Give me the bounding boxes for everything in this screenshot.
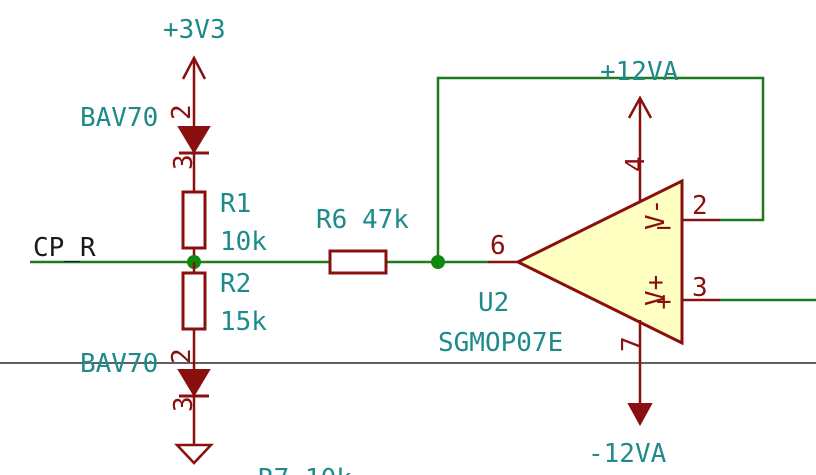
opamp-pin-inv: 2	[692, 191, 708, 221]
diode-top-icon	[177, 126, 211, 154]
diode-bottom-pin-top: 2	[167, 348, 197, 364]
resistor-r1-value: 10k	[220, 227, 267, 257]
power-symbol-3v3	[181, 55, 207, 112]
opamp-noninv-mark: +	[656, 287, 672, 317]
opamp-pin-noninv: 3	[692, 273, 708, 303]
resistor-r6-ref: R6	[316, 205, 347, 235]
diode-bottom-pin-bottom: 3	[169, 396, 199, 412]
ground-icon	[174, 443, 214, 465]
neg-supply-arrow-icon	[627, 403, 653, 427]
wires	[30, 76, 816, 302]
resistor-r2	[181, 262, 207, 370]
opamp-pin-vneg: 7	[617, 336, 647, 352]
opamp-inv-mark: −	[656, 213, 672, 243]
opamp-vpos-pin-label: V+	[641, 275, 671, 306]
resistor-r2-value: 15k	[220, 307, 267, 337]
power-arrow-icon	[627, 95, 653, 119]
opamp-part: SGMOP07E	[438, 328, 563, 358]
diode-bottom-ref: BAV70	[80, 349, 158, 379]
resistor-r2-ref: R2	[220, 269, 251, 299]
diode-bottom	[177, 369, 211, 445]
resistor-r1-ref: R1	[220, 189, 251, 219]
wire-feedback	[436, 76, 765, 262]
opamp-ref: U2	[478, 288, 509, 318]
diode-top-pin-bottom: 3	[169, 154, 199, 170]
junction-dot	[431, 255, 445, 269]
opamp-vneg-pin-label: V-	[641, 199, 671, 230]
net-label-cp-r: CP_R	[33, 233, 96, 263]
partial-resistor-label: R7 10k	[258, 464, 352, 475]
resistor-r1	[181, 190, 207, 262]
diode-top-pin-top: 2	[167, 104, 197, 120]
opamp-pin-out: 6	[490, 231, 506, 261]
opamp-body	[514, 178, 684, 346]
power-label-12va-neg: -12VA	[588, 439, 667, 469]
resistor-r6	[328, 249, 388, 275]
opamp-u2	[488, 95, 720, 427]
power-label-12va-pos: +12VA	[600, 57, 679, 87]
diode-top-ref: BAV70	[80, 103, 158, 133]
diode-bottom-icon	[177, 369, 211, 397]
power-label-3v3: +3V3	[163, 15, 226, 45]
resistor-r6-value: 47k	[362, 205, 409, 235]
diode-top	[177, 112, 211, 192]
opamp-pin-vpos: 4	[621, 156, 651, 172]
power-arrow-icon	[181, 55, 207, 80]
